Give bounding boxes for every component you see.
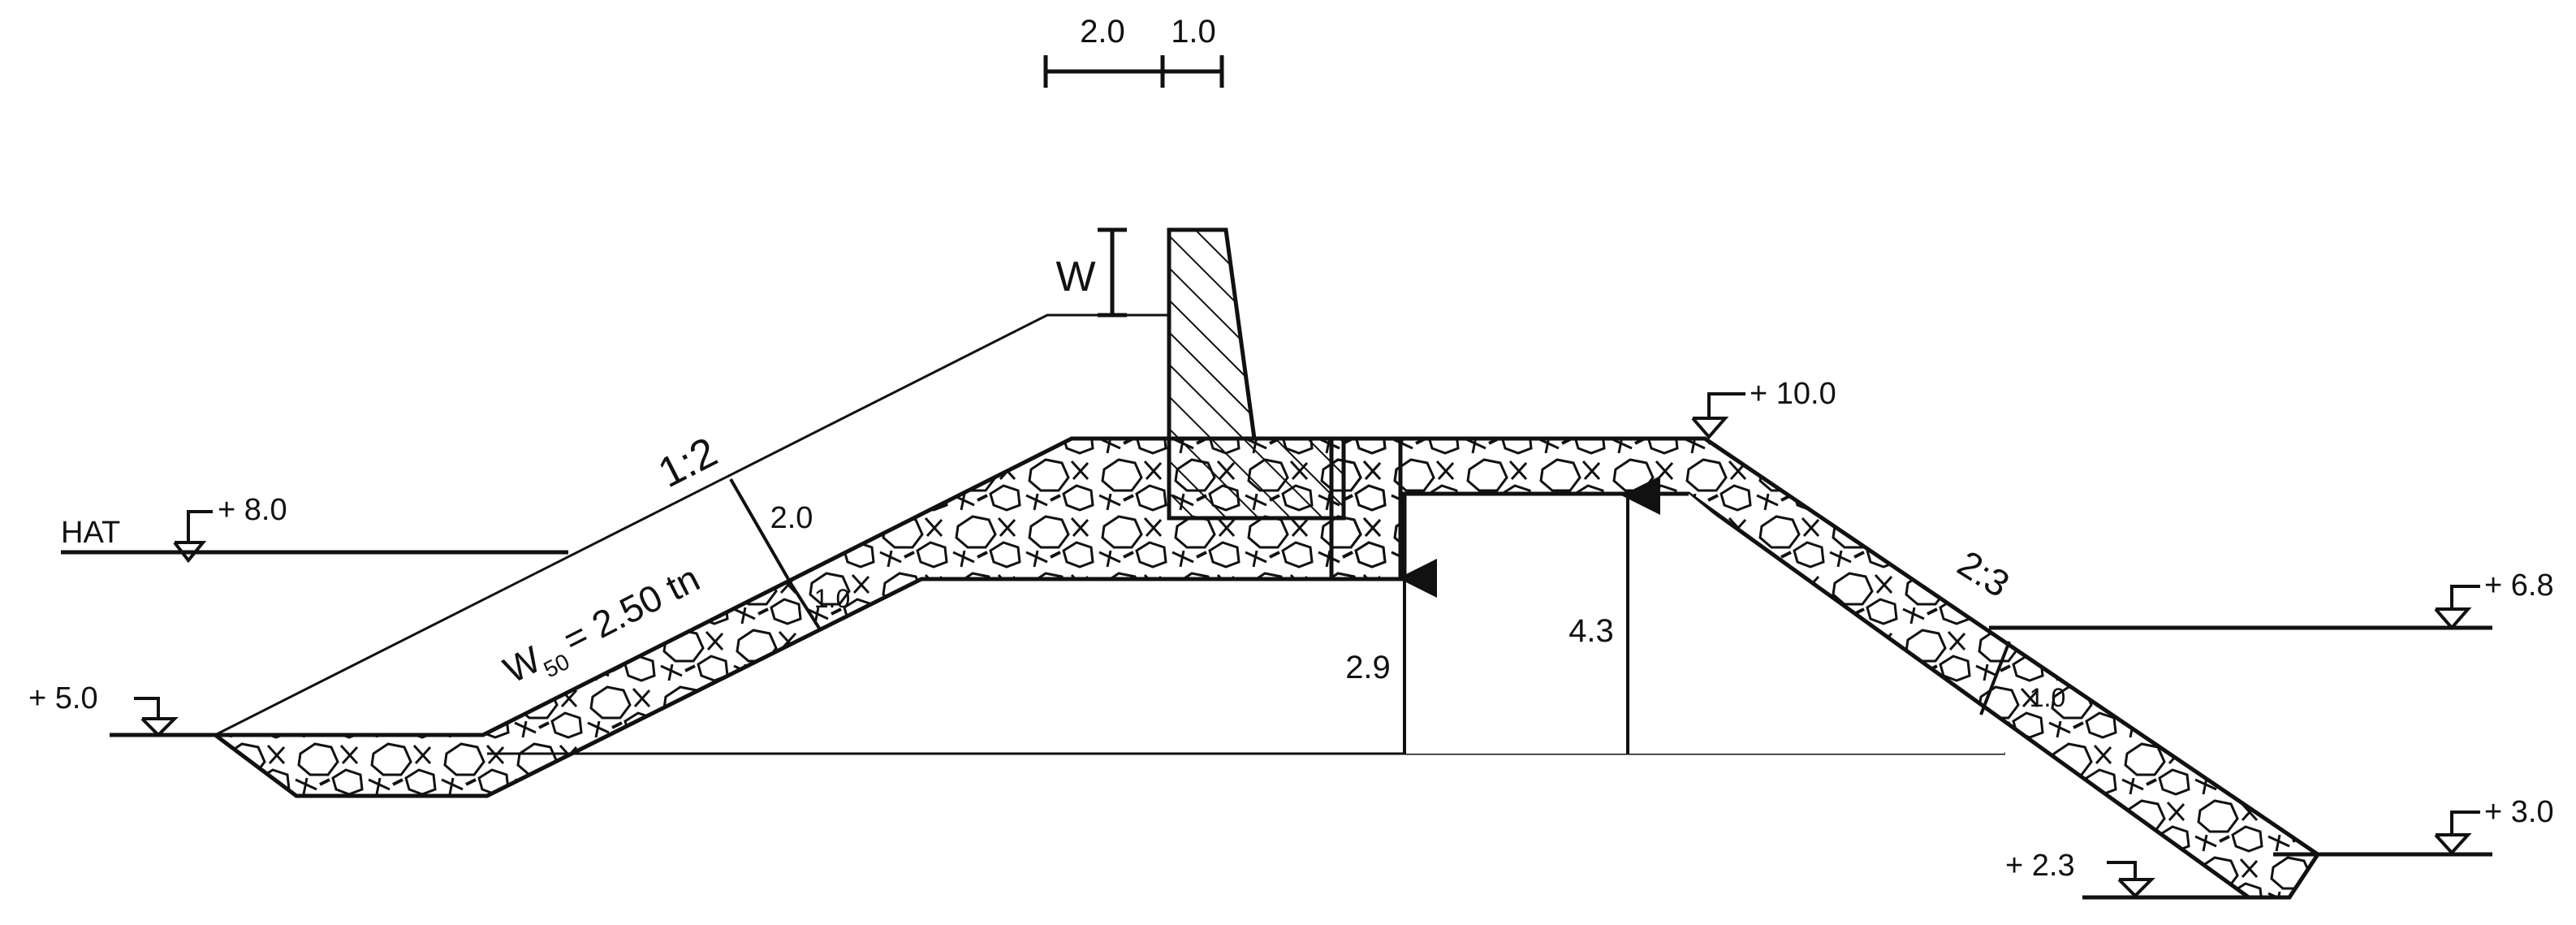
water-lines (61, 550, 2492, 900)
lee-thickness-ratio-label: 1.0 (2030, 683, 2065, 712)
scale-bar-left-value: 2.0 (1080, 14, 1125, 50)
hat-label: HAT (61, 516, 120, 550)
lee-armour-layer (1329, 436, 2321, 900)
water-level-triangle-icon (1691, 417, 1729, 440)
level-marker-seaward-toe: + 5.0 (28, 681, 179, 737)
armour-thickness-ratio-label: 1.0 (814, 584, 850, 613)
crown-wall (1167, 227, 1346, 521)
core-height-left: 2.9 (1345, 650, 1391, 685)
core-height-arrows (1398, 476, 1660, 754)
armour-slope-ratio: 1:2 (651, 429, 725, 498)
lee-thickness-line (1979, 641, 2011, 715)
armour-thickness-line (729, 478, 793, 586)
armour-outline (214, 313, 1169, 737)
level-hat: + 8.0 (218, 493, 287, 527)
armour-thickness-label: 2.0 (770, 501, 813, 535)
level-marker-lee-bottom: + 3.0 (2434, 795, 2554, 855)
level-marker-lee-water: + 6.8 (2434, 568, 2554, 631)
armour-weight-subscript: 50 (540, 649, 574, 683)
level-marker-crest: + 10.0 (1691, 377, 1836, 440)
water-level-triangle-icon (140, 717, 179, 737)
level-crest: + 10.0 (1750, 377, 1836, 411)
armour-thickness-ratio-line (790, 583, 822, 631)
water-level-triangle-icon (2117, 878, 2155, 898)
core-block (1405, 494, 2005, 754)
core-height-right: 4.3 (1568, 613, 1614, 649)
crown-wall-height-label: W (1055, 253, 1095, 300)
water-level-triangle-icon (2434, 833, 2472, 855)
level-lee-water: + 6.8 (2484, 568, 2554, 603)
armour-weight-prefix: W (497, 638, 548, 691)
crown-wall-height-mark: W (1055, 227, 1127, 318)
level-marker-lee-toe: + 2.3 (2005, 849, 2155, 898)
level-marker-hat: HAT + 8.0 (61, 493, 287, 564)
water-level-triangle-icon (2434, 607, 2472, 631)
level-lee-toe: + 2.3 (2005, 849, 2075, 883)
lee-slope-ratio: 2:3 (1951, 542, 2017, 605)
level-seaward-toe: + 5.0 (28, 681, 98, 715)
scale-bar: 2.0 1.0 (1043, 14, 1224, 88)
level-lee-bottom: + 3.0 (2484, 795, 2554, 829)
scale-bar-right-value: 1.0 (1171, 14, 1216, 50)
